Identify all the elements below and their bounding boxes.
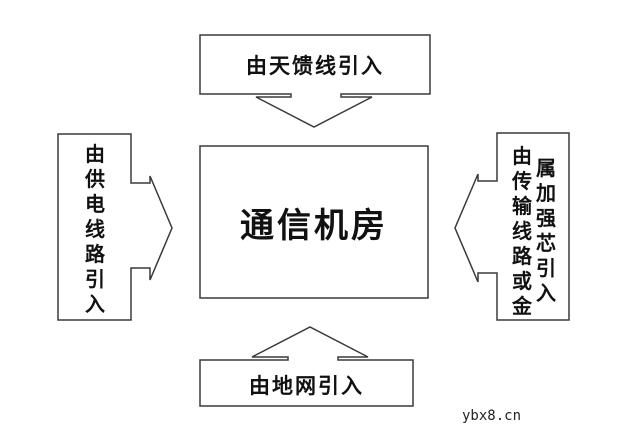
- center-title: 通信机房: [240, 205, 388, 246]
- bottom-arrow: [199, 326, 414, 407]
- bottom-source-label: 由地网引入: [249, 374, 364, 398]
- top-source-label: 由天馈线引入: [246, 54, 384, 78]
- right-arrow: [454, 132, 570, 321]
- watermark: ybx8.cn: [462, 408, 522, 424]
- left-source-label: 由供电线路引入: [85, 142, 105, 316]
- center-box: [199, 145, 429, 299]
- left-arrow: [57, 133, 173, 321]
- right-source-label-col1: 由传输线路或金: [512, 144, 532, 318]
- top-arrow: [199, 34, 431, 128]
- right-source-label-col2: 属加强芯引入: [536, 156, 556, 305]
